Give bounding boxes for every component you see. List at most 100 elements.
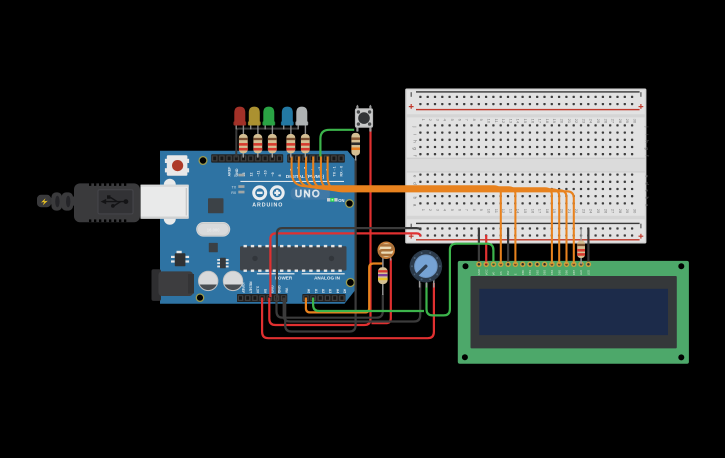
svg-text:12: 12 xyxy=(501,119,506,124)
svg-text:L: L xyxy=(234,174,236,178)
svg-text:GND: GND xyxy=(477,269,481,275)
svg-text:17: 17 xyxy=(538,209,543,214)
svg-text:g: g xyxy=(644,147,649,150)
svg-text:20: 20 xyxy=(560,119,565,124)
svg-text:8: 8 xyxy=(472,209,477,212)
svg-text:d: d xyxy=(413,182,418,185)
svg-text:A4: A4 xyxy=(335,289,339,294)
svg-text:5: 5 xyxy=(450,119,455,122)
svg-text:26: 26 xyxy=(603,119,608,124)
svg-text:A0: A0 xyxy=(307,289,311,294)
svg-text:7: 7 xyxy=(465,209,470,212)
svg-text:POWER: POWER xyxy=(275,276,293,281)
svg-text:27: 27 xyxy=(611,209,616,214)
svg-text:c: c xyxy=(644,190,649,193)
svg-text:2: 2 xyxy=(428,209,433,212)
svg-text:h: h xyxy=(413,140,418,143)
svg-text:e: e xyxy=(413,175,418,178)
svg-text:1: 1 xyxy=(421,119,426,122)
svg-text:4: 4 xyxy=(443,119,448,122)
svg-text:DB6: DB6 xyxy=(565,269,569,275)
svg-text:RW: RW xyxy=(506,270,510,275)
svg-text:26: 26 xyxy=(603,209,608,214)
svg-text:15: 15 xyxy=(523,119,528,124)
svg-text:LED: LED xyxy=(587,270,591,275)
svg-text:18: 18 xyxy=(545,119,550,124)
svg-text:16.000: 16.000 xyxy=(207,228,220,233)
svg-text:h: h xyxy=(644,140,649,143)
svg-text:ARDUINO: ARDUINO xyxy=(252,203,283,209)
svg-text:~9: ~9 xyxy=(271,172,275,176)
svg-text:i: i xyxy=(644,134,649,135)
svg-text:10: 10 xyxy=(487,119,492,124)
svg-text:3: 3 xyxy=(435,119,440,122)
svg-text:DB7: DB7 xyxy=(572,269,576,275)
svg-text:17: 17 xyxy=(538,119,543,124)
svg-text:30: 30 xyxy=(633,119,638,124)
svg-text:~10: ~10 xyxy=(264,170,268,176)
svg-text:8: 8 xyxy=(278,175,282,177)
svg-text:23: 23 xyxy=(581,209,586,214)
svg-text:g: g xyxy=(413,147,418,150)
svg-text:2: 2 xyxy=(428,119,433,122)
svg-text:RESET: RESET xyxy=(248,282,252,295)
svg-text:14: 14 xyxy=(516,119,521,124)
svg-text:RS: RS xyxy=(499,271,503,275)
svg-text:13: 13 xyxy=(508,119,513,124)
svg-text:RX: RX xyxy=(231,191,237,195)
svg-text:j: j xyxy=(644,126,649,128)
svg-text:20: 20 xyxy=(560,209,565,214)
svg-text:24: 24 xyxy=(589,119,594,124)
svg-text:13: 13 xyxy=(508,209,513,214)
svg-text:GND: GND xyxy=(235,168,239,176)
svg-text:5: 5 xyxy=(450,209,455,212)
svg-text:3: 3 xyxy=(435,209,440,212)
svg-text:RX←0: RX←0 xyxy=(340,166,344,177)
svg-text:12: 12 xyxy=(501,209,506,214)
svg-text:23: 23 xyxy=(581,119,586,124)
svg-text:A3: A3 xyxy=(328,289,332,294)
svg-text:4: 4 xyxy=(443,209,448,212)
svg-text:5V: 5V xyxy=(263,289,267,294)
svg-text:IOREF: IOREF xyxy=(241,282,245,294)
svg-text:UNO: UNO xyxy=(295,189,321,200)
svg-text:DB5: DB5 xyxy=(557,269,561,275)
svg-text:V0: V0 xyxy=(492,271,496,275)
svg-text:28: 28 xyxy=(618,209,623,214)
svg-text:e: e xyxy=(644,175,649,178)
svg-text:b: b xyxy=(644,197,649,200)
svg-text:DB1: DB1 xyxy=(528,269,532,275)
svg-text:ON: ON xyxy=(338,198,344,203)
svg-text:AREF: AREF xyxy=(228,166,232,177)
svg-text:14: 14 xyxy=(516,209,521,214)
svg-text:GND: GND xyxy=(277,285,281,293)
svg-text:30: 30 xyxy=(633,209,638,214)
svg-text:A2: A2 xyxy=(321,289,325,294)
svg-text:27: 27 xyxy=(611,119,616,124)
svg-text:16: 16 xyxy=(530,119,535,124)
svg-text:25: 25 xyxy=(596,119,601,124)
svg-text:GND: GND xyxy=(270,285,274,293)
svg-text:i: i xyxy=(413,134,418,135)
svg-text:TX: TX xyxy=(232,185,237,189)
svg-text:6: 6 xyxy=(457,119,462,122)
svg-text:12: 12 xyxy=(249,173,253,177)
svg-text:f: f xyxy=(413,155,418,157)
svg-text:21: 21 xyxy=(567,119,572,124)
svg-text:25: 25 xyxy=(596,209,601,214)
svg-text:6: 6 xyxy=(457,209,462,212)
svg-text:21: 21 xyxy=(567,209,572,214)
svg-text:29: 29 xyxy=(625,119,630,124)
svg-text:11: 11 xyxy=(494,119,499,124)
svg-text:19: 19 xyxy=(552,119,557,124)
svg-text:7: 7 xyxy=(465,119,470,122)
svg-text:22: 22 xyxy=(574,119,579,124)
svg-text:19: 19 xyxy=(552,209,557,214)
svg-text:f: f xyxy=(644,155,649,157)
svg-text:ANALOG IN: ANALOG IN xyxy=(314,276,340,281)
svg-text:d: d xyxy=(644,182,649,185)
svg-text:A1: A1 xyxy=(314,289,318,294)
svg-text:18: 18 xyxy=(545,209,550,214)
svg-text:DB4: DB4 xyxy=(550,269,554,275)
svg-text:a: a xyxy=(644,204,649,207)
